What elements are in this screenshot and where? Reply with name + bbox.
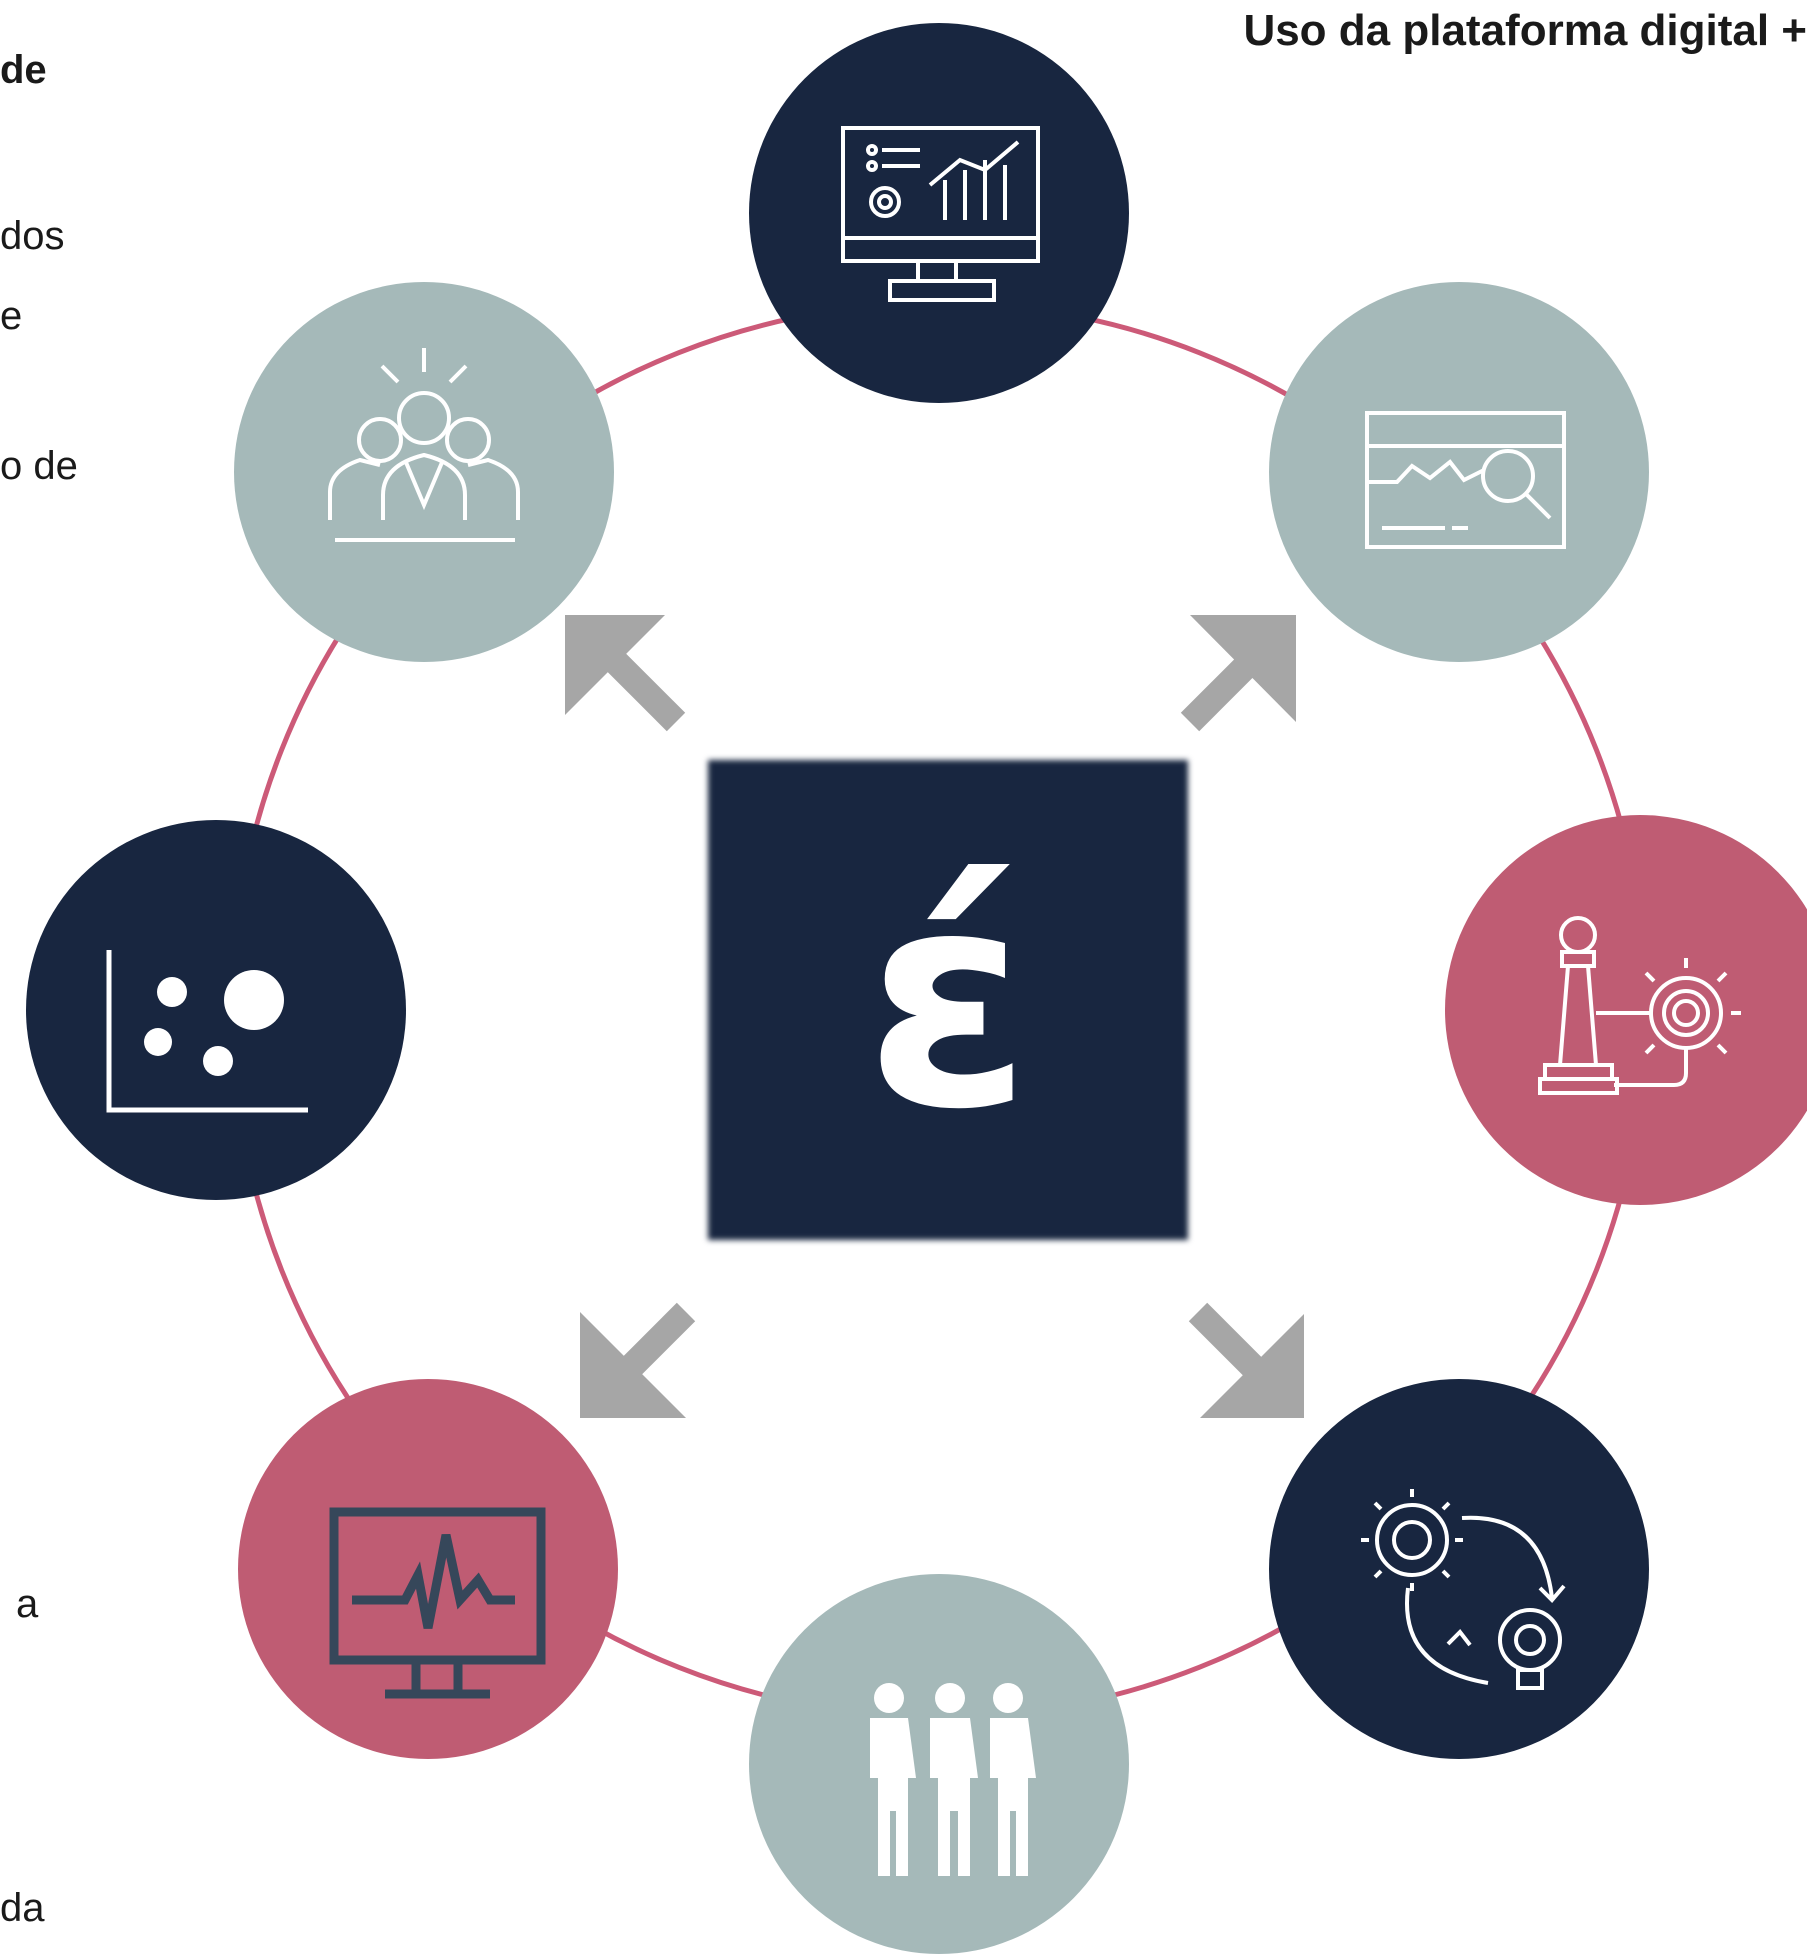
gears-lightbulb-cycle-icon: [1361, 1489, 1566, 1690]
arrow-up-left-icon: [565, 615, 686, 732]
heartbeat-monitor-icon: [329, 1507, 546, 1699]
page-title: Uso da plataforma digital +: [1243, 6, 1807, 55]
arrow-up-right-icon: [1180, 615, 1296, 732]
node-team: [749, 1574, 1129, 1954]
text-fragment: dos: [0, 214, 65, 258]
node-strategy: [1445, 815, 1807, 1205]
text-fragment: da: [0, 1886, 45, 1930]
node-process-innovation: [1269, 1379, 1649, 1759]
node-bubble-chart: [26, 820, 406, 1200]
center-logo: [708, 760, 1188, 1240]
text-fragment: de: [0, 48, 47, 92]
dashboard-monitor-icon: [841, 126, 1040, 302]
chess-pawn-gear-icon: [1538, 916, 1741, 1095]
node-monitoring: [238, 1379, 618, 1759]
people-group-icon: [870, 1683, 1036, 1876]
chart-magnifier-icon: [1365, 411, 1566, 549]
node-leadership: [234, 282, 614, 662]
node-dashboard: [749, 23, 1129, 403]
arrow-down-left-icon: [580, 1302, 696, 1418]
text-fragment: e: [0, 294, 23, 338]
node-market-analysis: [1269, 282, 1649, 662]
arrow-down-right-icon: [1188, 1302, 1304, 1418]
text-fragment: o de: [0, 444, 78, 488]
bubble-chart-icon: [106, 950, 308, 1113]
center-logo-glyph: έ: [864, 825, 1032, 1175]
business-team-icon: [328, 348, 520, 542]
text-fragment: a: [16, 1582, 39, 1626]
